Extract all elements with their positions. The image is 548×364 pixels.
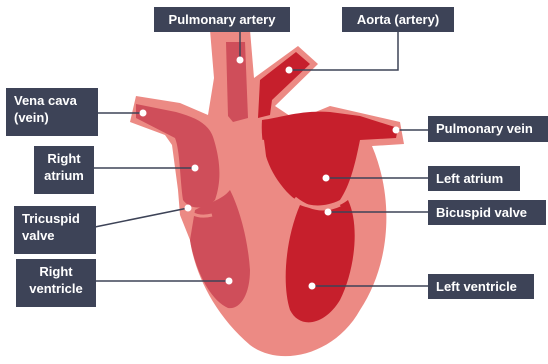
label-pulmonary-artery: Pulmonary artery: [154, 7, 290, 32]
pulmonary-artery-lumen: [226, 42, 248, 122]
vena-cava-text-line1: Vena cava: [14, 92, 90, 109]
marker-right-atrium: [192, 165, 199, 172]
left-ventricle-text: Left ventricle: [436, 279, 517, 294]
marker-vena-cava: [140, 110, 147, 117]
pulmonary-artery-text: Pulmonary artery: [169, 12, 276, 27]
vena-cava-text-line2: (vein): [14, 109, 90, 126]
right-ventricle-text-line1: Right: [24, 263, 88, 280]
label-tricuspid-valve: Tricuspid valve: [14, 206, 96, 254]
marker-right-ventricle: [226, 278, 233, 285]
tricuspid-text-line2: valve: [22, 227, 88, 244]
aorta-text: Aorta (artery): [357, 12, 439, 27]
bicuspid-text: Bicuspid valve: [436, 205, 527, 220]
leader-tricuspid: [90, 208, 188, 228]
marker-tricuspid: [185, 205, 192, 212]
label-right-atrium: Right atrium: [34, 146, 94, 194]
label-left-ventricle: Left ventricle: [428, 274, 534, 299]
marker-aorta: [286, 67, 293, 74]
marker-bicuspid: [325, 209, 332, 216]
marker-left-ventricle: [309, 283, 316, 290]
label-pulmonary-vein: Pulmonary vein: [428, 116, 548, 142]
marker-pulmonary-vein: [393, 127, 400, 134]
marker-left-atrium: [323, 175, 330, 182]
tricuspid-text-line1: Tricuspid: [22, 210, 88, 227]
marker-pulmonary-artery: [237, 57, 244, 64]
right-atrium-text-line2: atrium: [42, 167, 86, 184]
label-bicuspid-valve: Bicuspid valve: [428, 200, 546, 225]
label-vena-cava: Vena cava (vein): [6, 88, 98, 136]
pulmonary-vein-text: Pulmonary vein: [436, 121, 533, 136]
label-aorta: Aorta (artery): [342, 7, 454, 32]
label-left-atrium: Left atrium: [428, 166, 520, 191]
left-atrium-text: Left atrium: [436, 171, 503, 186]
label-right-ventricle: Right ventricle: [16, 259, 96, 307]
right-atrium-text-line1: Right: [42, 150, 86, 167]
aorta-lumen: [258, 52, 310, 118]
right-ventricle-text-line2: ventricle: [24, 280, 88, 297]
